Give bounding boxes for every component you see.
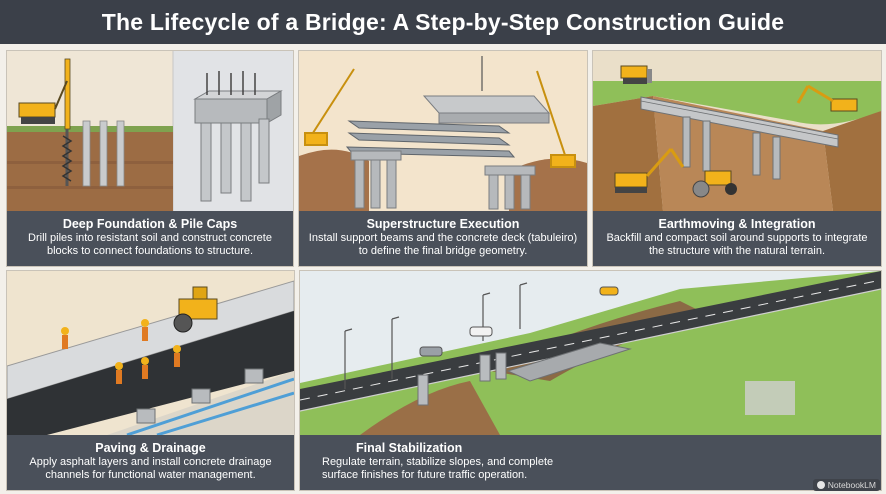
panel-paving-drainage: Paving & Drainage Apply asphalt layers a… [6,270,295,491]
watermark-text: NotebookLM [827,480,876,490]
tower-crane-left [304,68,355,146]
tower-crane-right [536,70,576,168]
driven-piles [82,120,125,187]
pile-cap-diagram [193,71,283,202]
panel-deep-foundation: Deep Foundation & Pile Caps Drill piles … [6,50,294,267]
panel-description: Apply asphalt layers and install concret… [29,456,272,481]
page-title: The Lifecycle of a Bridge: A Step-by-Ste… [101,9,785,35]
panel-description: Install support beams and the concrete d… [308,232,578,257]
drain-grates [136,368,264,424]
bridge-span [640,96,839,180]
panel-title: Paving & Drainage [95,441,206,455]
asphalt-paver [173,286,218,333]
drilling-rig [18,58,73,186]
final-bridge-illustration [300,271,881,435]
panel-description: Backfill and compact soil around support… [606,232,868,257]
bridge-supports [417,352,507,406]
excavator-front [614,148,685,193]
retaining-wall [506,342,632,382]
superstructure-illustration [299,51,587,211]
panel-caption: Deep Foundation & Pile Caps Drill piles … [7,211,293,266]
panel-earthmoving: Earthmoving & Integration Backfill and c… [592,50,882,267]
panel-description: Drill piles into resistant soil and cons… [28,232,272,257]
panel-caption: Final Stabilization Regulate terrain, st… [300,435,881,490]
drainage-channels [126,377,294,437]
panel-title: Deep Foundation & Pile Caps [62,217,238,231]
panel-caption: Earthmoving & Integration Backfill and c… [593,211,881,266]
steel-beams [345,120,516,158]
foundation-illustration [7,51,293,211]
panel-title: Final Stabilization [356,441,463,455]
panel-final-stabilization: Final Stabilization Regulate terrain, st… [299,270,882,491]
panel-caption: Paving & Drainage Apply asphalt layers a… [7,435,294,490]
paving-illustration [7,271,294,437]
panel-caption: Superstructure Execution Install support… [299,211,587,266]
deck-slab [422,95,551,124]
header-bar: The Lifecycle of a Bridge: A Step-by-Ste… [0,0,886,44]
street-lights [344,282,528,389]
road-workers [61,319,181,384]
panel-title: Superstructure Execution [366,217,520,231]
blurred-area [745,381,795,415]
notebooklm-watermark: NotebookLM [812,479,880,491]
panel-superstructure: Superstructure Execution Install support… [298,50,588,267]
excavator-right [796,84,858,112]
panel-description: Regulate terrain, stabilize slopes, and … [322,456,554,481]
notebooklm-logo-icon [816,481,825,489]
earthmoving-illustration [593,51,881,211]
compactor-roller [692,170,737,198]
vehicles [419,286,619,357]
panel-title: Earthmoving & Integration [658,217,816,231]
bulldozer [620,65,652,84]
bridge-piers [350,150,536,210]
